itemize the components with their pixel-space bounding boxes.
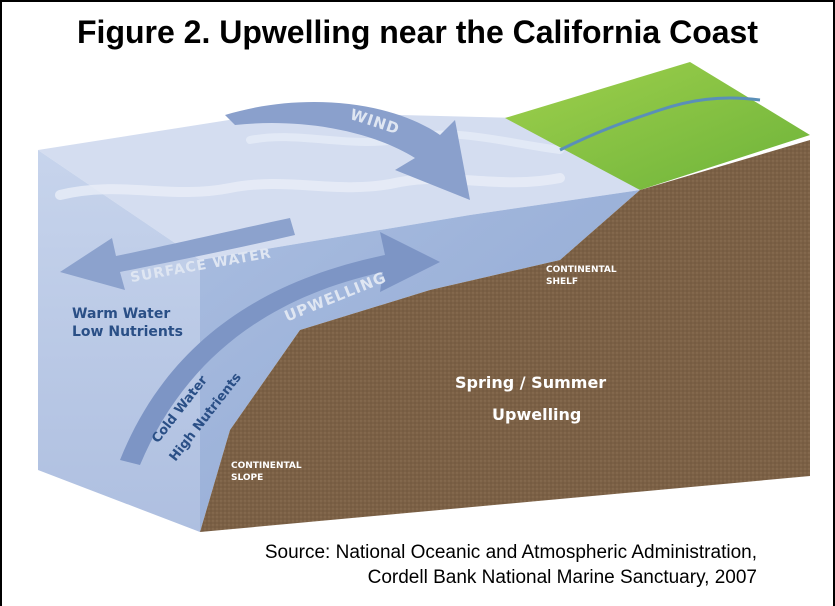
river-icon [559, 96, 761, 152]
source-line-2: Cordell Bank National Marine Sanctuary, … [367, 567, 757, 588]
warm-water-label: Warm Water [72, 306, 170, 322]
ocean-body [200, 190, 640, 532]
season-label-2: Upwelling [492, 405, 581, 424]
continental-shelf-label: CONTINENTAL [546, 265, 617, 275]
upwelling-arrow [120, 232, 440, 465]
continental-slope-label-2: SLOPE [231, 473, 263, 483]
source-line-1: Source: National Oceanic and Atmospheric… [264, 542, 757, 563]
seafloor [200, 140, 810, 532]
land-surface [505, 62, 810, 190]
continental-slope-label: CONTINENTAL [231, 461, 302, 471]
ocean-front-face [38, 150, 200, 532]
wave-highlight [55, 173, 565, 200]
season-label: Spring / Summer [455, 373, 606, 392]
figure-source: Source: National Oceanic and Atmospheric… [265, 540, 757, 590]
low-nutrients-label: Low Nutrients [72, 324, 183, 340]
wind-arrow [225, 101, 470, 200]
surface-water-arrow [60, 218, 295, 290]
continental-shelf-label-2: SHELF [546, 277, 578, 287]
figure-title: Figure 2. Upwelling near the California … [77, 14, 758, 50]
